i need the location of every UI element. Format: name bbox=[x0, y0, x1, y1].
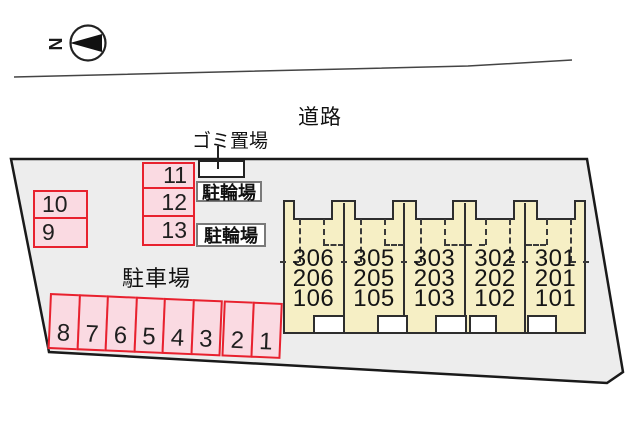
entrance-box bbox=[527, 315, 557, 332]
room-number: 101 bbox=[534, 285, 577, 312]
balcony-dashed-line bbox=[323, 219, 325, 245]
balcony-dashed-line bbox=[444, 219, 446, 245]
room-number: 202 bbox=[474, 265, 516, 292]
unit-divider bbox=[464, 203, 466, 332]
room-number: 303 bbox=[413, 245, 456, 272]
stall-number: 4 bbox=[170, 324, 185, 352]
room-number: 106 bbox=[292, 285, 335, 312]
building-unit: 306 206 106 bbox=[280, 218, 344, 334]
room-number: 305 bbox=[353, 245, 395, 272]
balcony-dashed-line bbox=[526, 244, 546, 246]
stall-number: 6 bbox=[113, 321, 128, 350]
balcony-dashed-line bbox=[420, 219, 422, 262]
balcony-dashed-line bbox=[466, 244, 485, 246]
parking-stall: 1 bbox=[249, 301, 283, 359]
parking-stall: 3 bbox=[189, 299, 223, 357]
balcony-dashed-line bbox=[546, 219, 548, 245]
entrance-box bbox=[313, 315, 345, 332]
balcony-dashed-line bbox=[360, 219, 362, 262]
bike-parking-label-lower: 駐輪場 bbox=[196, 223, 266, 247]
balcony-dashed-line bbox=[384, 219, 386, 245]
road-edge-line bbox=[13, 59, 573, 78]
balcony-dashed-line bbox=[485, 219, 487, 245]
stall-number: 8 bbox=[56, 319, 71, 347]
stall-number: 3 bbox=[198, 325, 214, 353]
stall-number: 5 bbox=[141, 322, 157, 351]
garbage-box bbox=[198, 160, 245, 178]
stall-number: 2 bbox=[230, 326, 245, 355]
stair-tower bbox=[283, 200, 295, 220]
stall-number: 7 bbox=[84, 320, 100, 349]
parking-column-middle: 11 12 13 bbox=[142, 162, 195, 246]
balcony-dashed-line bbox=[280, 261, 299, 263]
stall-number: 1 bbox=[258, 327, 274, 356]
balcony-dashed-line bbox=[509, 261, 528, 263]
room-number: 105 bbox=[353, 285, 395, 312]
unit-divider bbox=[524, 203, 526, 332]
parking-column-left: 10 9 bbox=[33, 190, 88, 248]
parking-stall: 12 bbox=[142, 187, 195, 217]
balcony-dashed-line bbox=[323, 244, 344, 246]
balcony-dashed-line bbox=[401, 261, 420, 263]
room-number: 102 bbox=[474, 285, 516, 312]
unit-divider bbox=[403, 203, 405, 332]
room-number: 206 bbox=[292, 265, 335, 292]
balcony-dashed-line bbox=[570, 261, 589, 263]
balcony-dashed-line bbox=[570, 219, 572, 262]
building-unit: 302 202 102 bbox=[465, 218, 528, 334]
north-compass-icon bbox=[69, 24, 107, 62]
parking-stall: 13 bbox=[142, 215, 195, 246]
room-number: 103 bbox=[413, 285, 456, 312]
entrance-box bbox=[377, 315, 408, 332]
car-parking-label: 駐車場 bbox=[122, 266, 192, 291]
room-number: 203 bbox=[413, 265, 456, 292]
balcony-dashed-line bbox=[509, 219, 511, 262]
entrance-box bbox=[469, 315, 497, 332]
road-label: 道路 bbox=[298, 106, 342, 129]
parking-row-bottom: 8 7 6 5 4 3 2 1 bbox=[47, 293, 283, 359]
parking-stall: 11 bbox=[142, 162, 195, 189]
building-unit: 301 201 101 bbox=[525, 218, 589, 334]
balcony-dashed-line bbox=[341, 261, 360, 263]
parking-stall: 10 bbox=[33, 190, 88, 219]
room-number: 201 bbox=[534, 265, 577, 292]
unit-divider bbox=[343, 203, 345, 332]
room-number: 302 bbox=[474, 245, 516, 272]
building-unit: 305 205 105 bbox=[341, 218, 404, 334]
room-number: 306 bbox=[292, 245, 335, 272]
bike-parking-label-upper: 駐輪場 bbox=[196, 181, 262, 203]
building bbox=[283, 218, 586, 334]
room-number: 205 bbox=[353, 265, 395, 292]
room-number: 301 bbox=[534, 245, 577, 272]
garbage-area-label: ゴミ置場 bbox=[192, 131, 269, 152]
stair-tower bbox=[574, 200, 586, 220]
parking-stall: 9 bbox=[33, 217, 88, 248]
north-label: N bbox=[46, 37, 66, 51]
garbage-leader-line bbox=[217, 146, 219, 169]
entrance-box bbox=[435, 315, 467, 332]
balcony-dashed-line bbox=[384, 244, 404, 246]
building-unit: 303 203 103 bbox=[401, 218, 465, 334]
balcony-dashed-line bbox=[299, 219, 301, 262]
balcony-dashed-line bbox=[444, 244, 465, 246]
